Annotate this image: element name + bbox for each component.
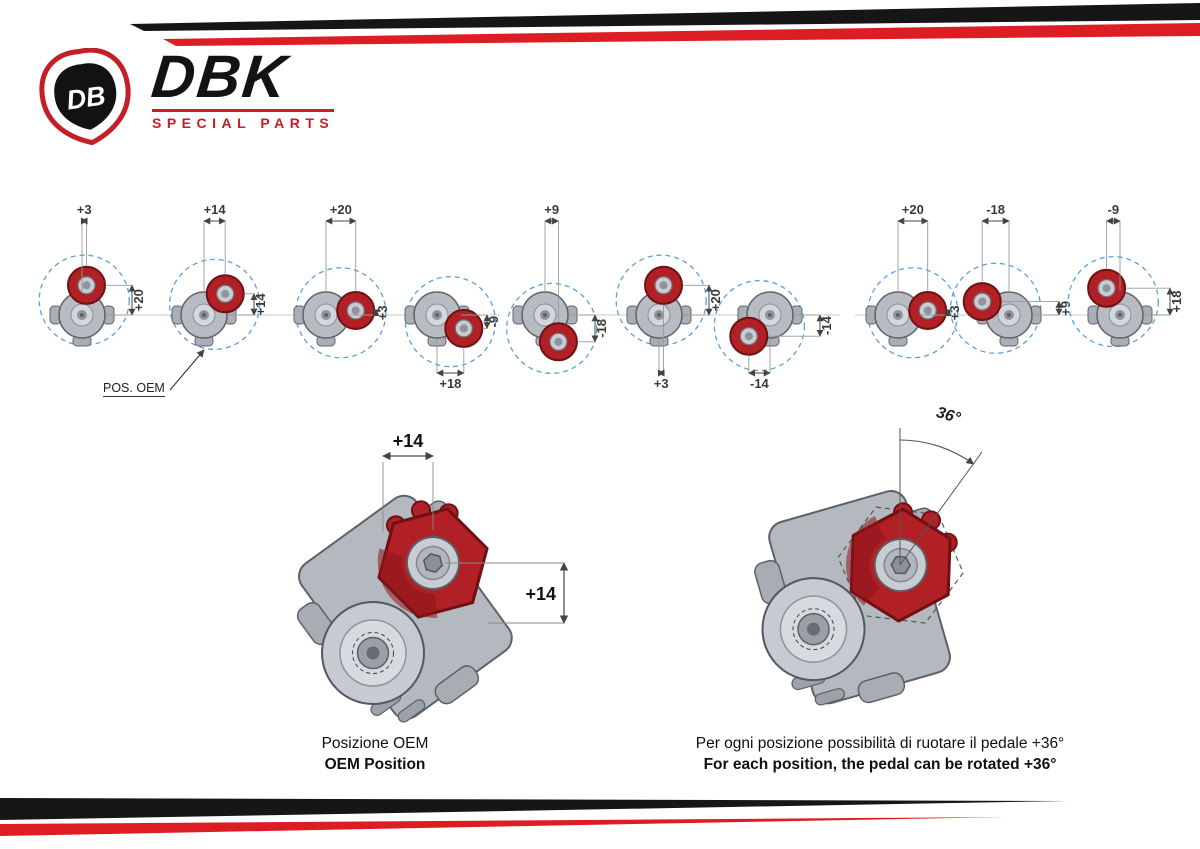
dim-label-x: +18 <box>439 376 461 391</box>
shield-icon: DB <box>39 48 131 146</box>
dbk-logo: DB DBK SPECIAL PARTS <box>36 43 335 146</box>
pedal-assembly <box>754 490 964 706</box>
dim-label-y: +3 <box>375 305 390 320</box>
pedal-washer <box>761 577 866 682</box>
rotation-angle-label: 36° <box>934 404 963 427</box>
position-item-9: -18 +9 <box>947 195 1077 400</box>
dim-label-x: -9 <box>1108 202 1120 217</box>
mini-pedal-knob <box>444 308 484 348</box>
tagline-text: SPECIAL PARTS <box>152 115 335 131</box>
bottom-stripes <box>0 798 1068 836</box>
dim-label-x: +3 <box>654 376 669 391</box>
pedal-assembly <box>296 494 513 723</box>
position-diagram: +18 -9 <box>404 276 501 391</box>
adjustment-range-circle <box>404 276 497 368</box>
adjustment-range-circle <box>1067 255 1159 348</box>
mini-pedal-knob <box>962 282 1002 322</box>
positions-row: +3 +20 +14 +14 <box>0 195 1200 407</box>
mini-pedal-knob <box>67 265 106 305</box>
dim-label-y: -9 <box>486 316 501 328</box>
dim-label-x: +3 <box>77 202 92 217</box>
dim-label-x: -14 <box>750 376 770 391</box>
position-item-1: +3 +20 <box>20 195 150 400</box>
brand-block: DBK SPECIAL PARTS <box>148 43 335 131</box>
position-diagram: +20 +3 <box>293 202 390 359</box>
dim-label-y: +3 <box>947 305 962 320</box>
dim-label-x: -18 <box>986 202 1005 217</box>
oem-caption-italian: Posizione OEM <box>321 735 429 752</box>
extension-lines <box>81 221 132 316</box>
dim-label-x: +14 <box>204 202 227 217</box>
rotation-detail-diagram: 36° <box>754 404 983 706</box>
oem-caption-english: OEM Position <box>324 756 426 773</box>
oem-caption: Posizione OEM OEM Position <box>225 733 525 775</box>
mini-pedal-knob <box>908 291 948 330</box>
dim-label-y: -18 <box>594 319 609 338</box>
mini-pedal-knob <box>205 274 245 314</box>
position-diagram: +9 -18 <box>506 202 609 375</box>
dim-label-x: +20 <box>330 202 352 217</box>
position-diagram: +14 +14 <box>168 202 268 351</box>
pedal-washer <box>321 601 425 705</box>
oem-detail-diagram: +14 +14 <box>296 431 569 723</box>
top-stripe-black <box>130 3 1200 31</box>
position-item-6: +3 +20 <box>597 195 727 400</box>
rotation-arc <box>899 439 975 465</box>
top-stripe-red <box>163 23 1200 46</box>
oem-dim-x-label: +14 <box>393 431 424 451</box>
mini-pedal-knob <box>1087 268 1127 308</box>
dim-label-y: -14 <box>819 315 834 335</box>
position-diagram: -9 +18 <box>1067 202 1184 348</box>
rotation-caption-italian: Per ogni posizione possibilità di ruotar… <box>695 735 1065 752</box>
adjustment-range-circle <box>295 267 387 359</box>
logo-monogram: DB <box>65 80 108 115</box>
position-item-3: +20 +3 <box>264 195 394 400</box>
brand-text: DBK <box>148 43 292 110</box>
pedal-knob <box>837 502 964 624</box>
extension-lines <box>1106 221 1170 316</box>
extension-lines <box>658 284 709 373</box>
position-item-7: -14 -14 <box>708 195 838 400</box>
oem-dim-y-label: +14 <box>525 584 556 604</box>
adjustment-range-circle <box>867 267 959 359</box>
bottom-stripe-red <box>0 817 1006 836</box>
position-diagram: +3 +20 <box>38 202 146 347</box>
rotation-caption-english: For each position, the pedal can be rota… <box>703 756 1057 773</box>
position-item-4: +18 -9 <box>375 195 505 400</box>
dim-label-y: +14 <box>253 293 268 316</box>
dim-label-x: +9 <box>544 202 559 217</box>
extension-lines <box>544 221 595 343</box>
rotation-caption: Per ogni posizione possibilità di ruotar… <box>610 733 1150 775</box>
position-diagram: -14 -14 <box>713 279 834 391</box>
extension-lines <box>748 314 820 373</box>
position-item-10: -9 +18 <box>1058 195 1188 400</box>
pedal-knob <box>377 500 489 619</box>
position-diagram: +3 +20 <box>615 254 723 391</box>
dim-label-y: +18 <box>1169 291 1184 313</box>
pos-oem-label: POS. OEM <box>103 381 165 397</box>
position-diagram: -18 +9 <box>949 202 1073 354</box>
extension-lines <box>325 221 376 316</box>
position-diagram: +20 +3 <box>865 202 962 359</box>
rotation-assembly-slot <box>754 490 964 706</box>
rotation-ghost-outline <box>837 506 964 624</box>
brand-rule <box>152 109 335 112</box>
mini-pedal-knob <box>538 322 578 362</box>
bottom-stripe-black <box>0 798 1068 820</box>
position-item-5: +9 -18 <box>483 195 613 400</box>
mini-pedal-knob <box>336 291 376 330</box>
top-stripes <box>130 3 1200 46</box>
dim-label-y: +20 <box>708 289 723 311</box>
position-item-2: +14 +14 <box>142 195 272 400</box>
dim-label-y: +20 <box>131 289 146 311</box>
mini-pedal-knob <box>729 316 769 356</box>
extension-lines <box>203 221 254 316</box>
extension-lines <box>981 221 1059 316</box>
dim-label-x: +20 <box>902 202 924 217</box>
adjustment-range-circle <box>168 258 261 351</box>
position-item-8: +20 +3 <box>836 195 966 400</box>
mini-pedal-knob <box>644 265 683 305</box>
adjustment-range-circle <box>713 279 806 372</box>
oem-assembly-slot <box>296 494 513 723</box>
